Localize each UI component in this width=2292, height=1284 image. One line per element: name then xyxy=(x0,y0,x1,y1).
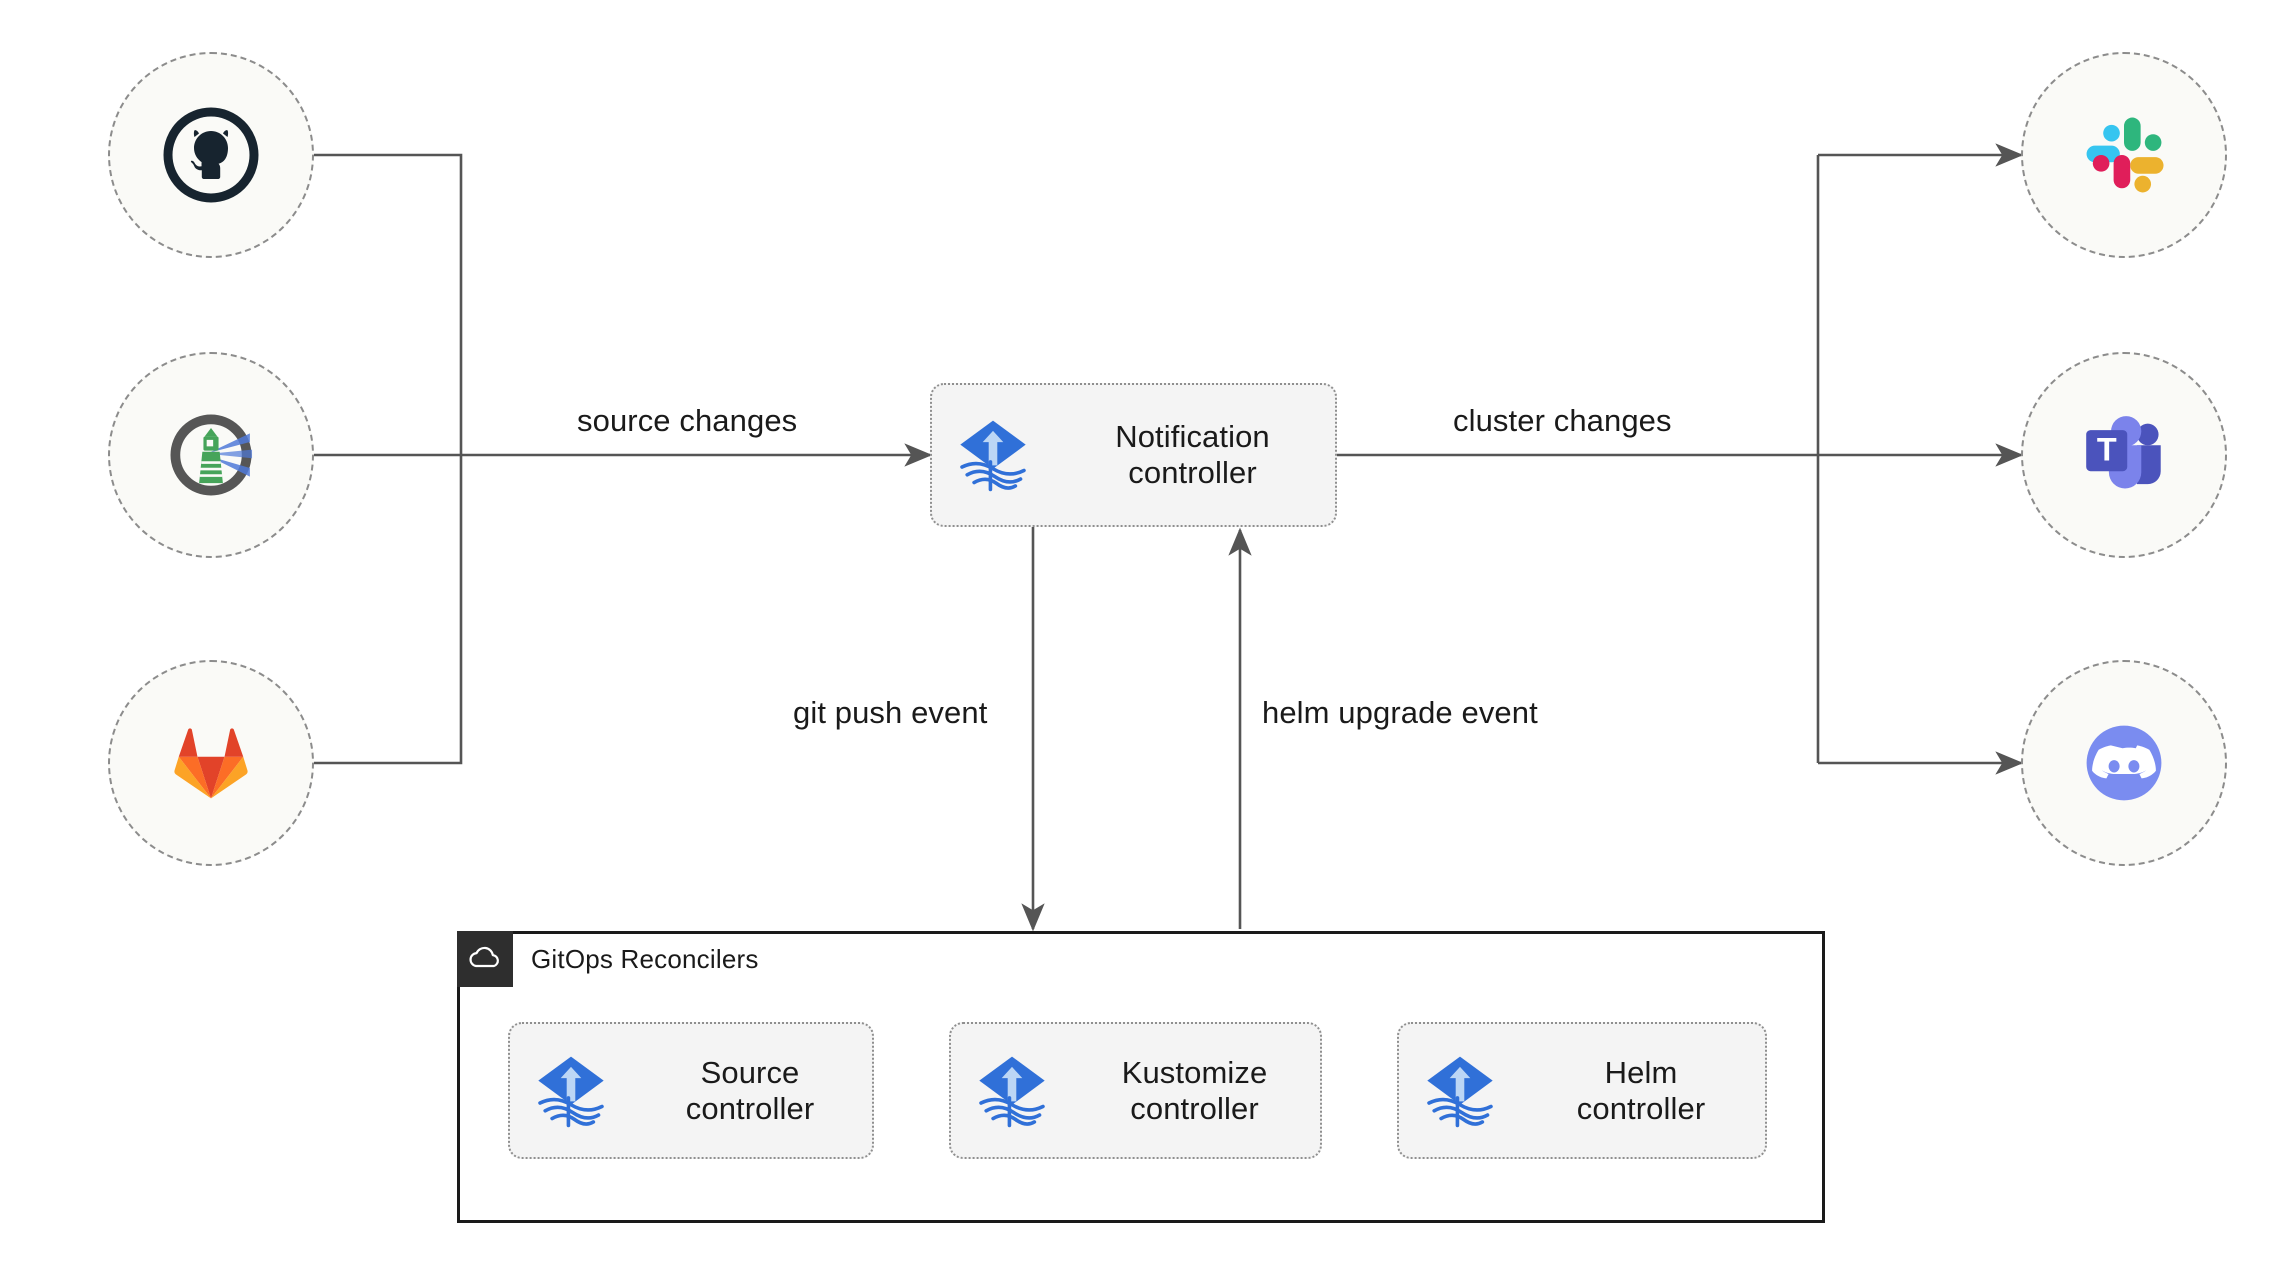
source-node-flux[interactable] xyxy=(108,352,314,558)
flux-logo-icon xyxy=(969,1048,1055,1134)
flux-logo-icon xyxy=(528,1048,614,1134)
edge-label-source-changes: source changes xyxy=(577,403,798,438)
helm-controller-label: Helm controller xyxy=(1576,1054,1706,1126)
source-node-gitlab[interactable] xyxy=(108,660,314,866)
kustomize-controller-box[interactable]: Kustomize controller xyxy=(949,1022,1322,1159)
source-controller-box[interactable]: Source controller xyxy=(508,1022,874,1159)
edge-label-cluster-changes: cluster changes xyxy=(1453,403,1672,438)
gitops-reconcilers-titlebar: GitOps Reconcilers xyxy=(457,931,759,987)
flux-lighthouse-icon xyxy=(170,414,253,496)
github-icon xyxy=(163,107,259,203)
source-controller-label: Source controller xyxy=(685,1054,815,1126)
ms-teams-icon: T xyxy=(2086,416,2161,489)
gitops-reconcilers-title: GitOps Reconcilers xyxy=(531,943,759,974)
flux-logo-icon xyxy=(1417,1048,1503,1134)
edge-label-git-push-event: git push event xyxy=(793,695,988,730)
slack-icon xyxy=(2086,117,2164,193)
notification-controller-box[interactable]: Notification controller xyxy=(930,383,1337,527)
target-node-teams[interactable]: T xyxy=(2021,352,2227,558)
kustomize-controller-label: Kustomize controller xyxy=(1121,1054,1268,1126)
discord-icon xyxy=(2086,725,2162,801)
cloud-icon xyxy=(457,931,513,987)
svg-text:T: T xyxy=(2097,431,2117,467)
target-node-discord[interactable] xyxy=(2021,660,2227,866)
edge-label-helm-upgrade-event: helm upgrade event xyxy=(1262,695,1538,730)
helm-controller-box[interactable]: Helm controller xyxy=(1397,1022,1767,1159)
flux-logo-icon xyxy=(950,412,1036,498)
notification-controller-label: Notification controller xyxy=(1115,419,1270,490)
target-node-slack[interactable] xyxy=(2021,52,2227,258)
source-node-github[interactable] xyxy=(108,52,314,258)
gitlab-icon xyxy=(174,728,248,799)
